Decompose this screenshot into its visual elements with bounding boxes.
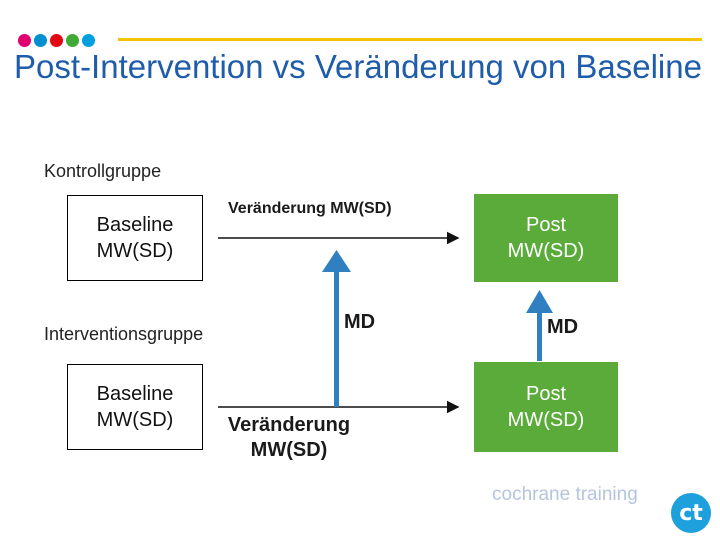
slide-title: Post-Intervention vs Veränderung von Bas… (14, 48, 702, 85)
dot-4 (66, 34, 79, 47)
intervention-change-label: Veränderung MW(SD) (227, 414, 351, 461)
dot-3 (50, 34, 63, 47)
logo-glyph: ct (679, 500, 703, 526)
accent-line (118, 38, 702, 41)
intervention-post-box: Post MW(SD) (474, 362, 618, 452)
dot-2 (34, 34, 47, 47)
control-post-text: Post MW(SD) (507, 214, 585, 262)
dot-5 (82, 34, 95, 47)
md-right-arrow (526, 290, 553, 361)
intervention-post-text: Post MW(SD) (507, 383, 585, 431)
intervention-baseline-text: Baseline MW(SD) (96, 383, 174, 431)
md-left-arrow (322, 250, 351, 407)
control-group-label: Kontrollgruppe (44, 161, 162, 181)
control-change-label: Veränderung MW(SD) (228, 200, 392, 217)
dot-1 (18, 34, 31, 47)
control-post-box: Post MW(SD) (474, 194, 618, 282)
footer-text: cochrane training (492, 484, 638, 505)
md-right-label: MD (547, 316, 579, 338)
control-baseline-text: Baseline MW(SD) (96, 214, 174, 262)
decorative-dots (18, 34, 95, 47)
intervention-group-label: Interventionsgruppe (44, 324, 204, 344)
control-baseline-box: Baseline MW(SD) (67, 195, 203, 281)
cochrane-logo-icon: ct (671, 493, 711, 533)
md-left-label: MD (344, 311, 376, 333)
intervention-baseline-box: Baseline MW(SD) (67, 364, 203, 450)
